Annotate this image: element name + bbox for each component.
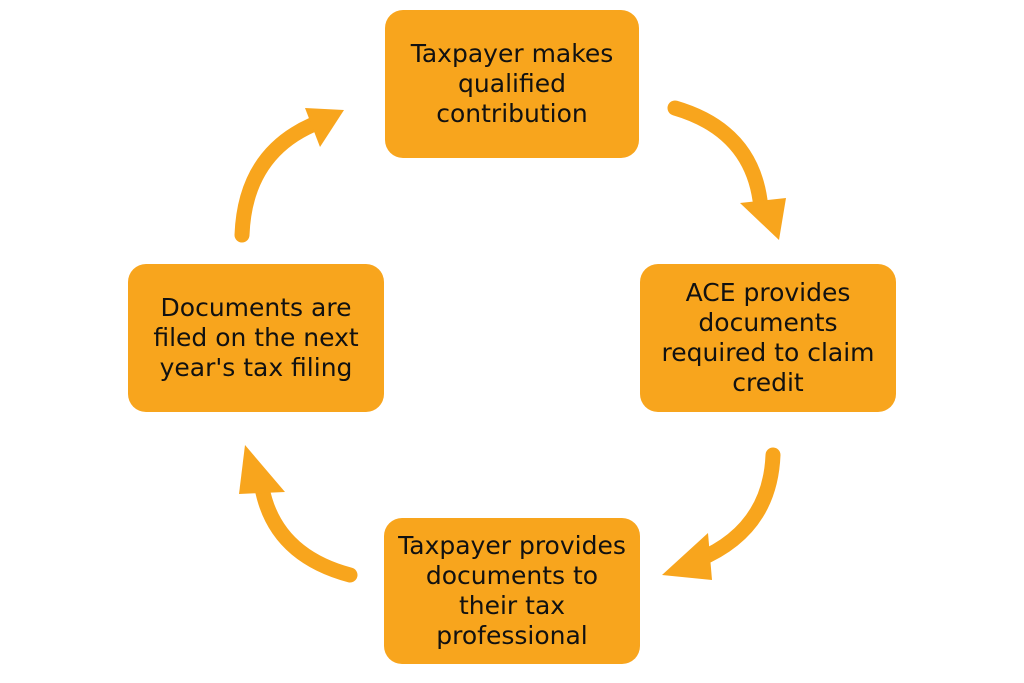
arrow-right-to-bottom xyxy=(690,447,781,568)
step-text-tax-filing: Documents are filed on the next year's t… xyxy=(153,293,359,382)
step-text-contribution: Taxpayer makes qualified contribution xyxy=(410,39,614,128)
step-box-tax-professional: Taxpayer provides documents to their tax… xyxy=(384,518,640,664)
arrow-left-to-top-head xyxy=(305,108,344,147)
step-text-ace-documents: ACE provides documents required to claim… xyxy=(661,278,875,397)
step-box-ace-documents: ACE provides documents required to claim… xyxy=(640,264,896,412)
arrow-right-to-bottom-head xyxy=(662,533,712,580)
arrow-bottom-to-left xyxy=(254,480,358,583)
arrow-top-to-right-head xyxy=(740,198,786,240)
arrow-top-to-right xyxy=(667,100,768,208)
step-text-tax-professional: Taxpayer provides documents to their tax… xyxy=(398,531,626,650)
step-box-contribution: Taxpayer makes qualified contribution xyxy=(385,10,639,158)
arrow-bottom-to-left-head xyxy=(239,445,285,494)
step-box-tax-filing: Documents are filed on the next year's t… xyxy=(128,264,384,412)
arrow-left-to-top xyxy=(234,117,320,243)
